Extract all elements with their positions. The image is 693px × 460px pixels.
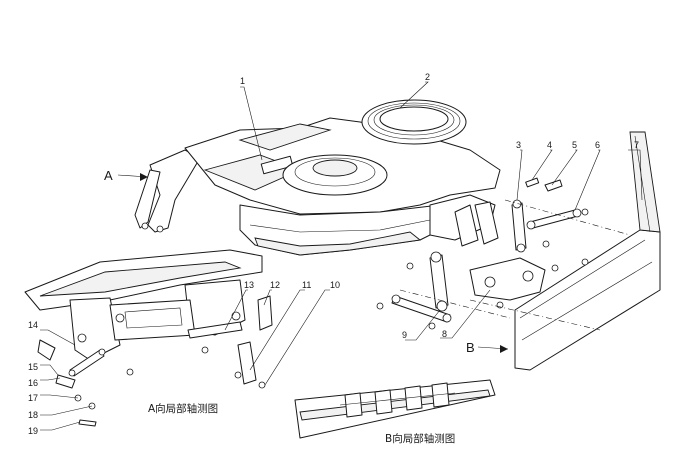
callout-18: 18 xyxy=(28,410,38,420)
callout-11: 11 xyxy=(302,280,311,290)
callout-9: 9 xyxy=(402,330,407,340)
callout-14: 14 xyxy=(28,320,38,330)
callout-4: 4 xyxy=(547,140,552,150)
caption-view-b: B向局部轴测图 xyxy=(385,432,455,445)
callout-3: 3 xyxy=(516,140,521,150)
callout-7: 7 xyxy=(634,140,639,150)
slewing-ring xyxy=(361,99,467,145)
view-marker-b: B xyxy=(466,340,475,355)
leader-lines xyxy=(40,81,643,431)
callout-6: 6 xyxy=(595,140,600,150)
view-b-assembly xyxy=(294,379,496,439)
callout-16: 16 xyxy=(28,378,38,388)
caption-view-a: A向局部轴测图 xyxy=(148,402,218,415)
callout-5: 5 xyxy=(572,140,577,150)
callout-1: 1 xyxy=(240,76,245,86)
callout-10: 10 xyxy=(330,280,340,290)
view-marker-a: A xyxy=(104,168,113,183)
view-arrow-a xyxy=(117,173,149,181)
callout-12: 12 xyxy=(270,280,280,290)
dozer-blade xyxy=(514,131,661,371)
view-arrow-b xyxy=(477,345,509,353)
callout-13: 13 xyxy=(244,280,254,290)
callout-17: 17 xyxy=(28,393,38,403)
callout-8: 8 xyxy=(442,329,447,339)
view-a-assembly xyxy=(24,249,273,427)
callout-15: 15 xyxy=(28,362,38,372)
callout-2: 2 xyxy=(425,72,430,82)
callout-19: 19 xyxy=(28,426,38,436)
